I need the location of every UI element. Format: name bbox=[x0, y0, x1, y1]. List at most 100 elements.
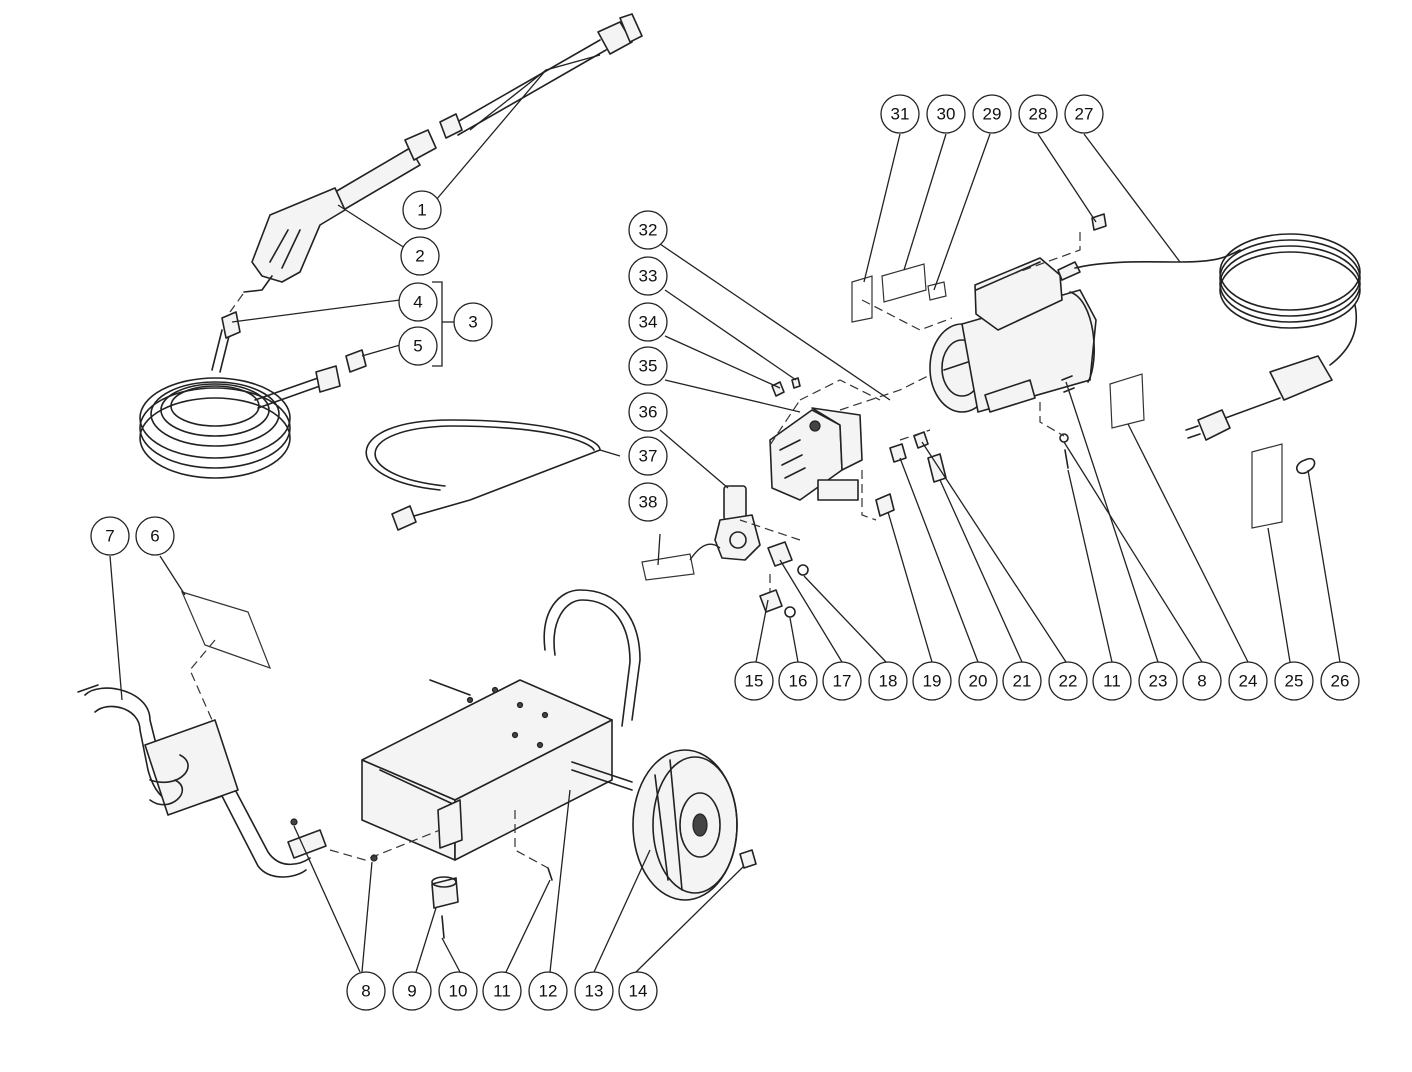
callout-32: 32 bbox=[628, 210, 668, 250]
callout-3: 3 bbox=[453, 302, 493, 342]
svg-text:18: 18 bbox=[879, 672, 898, 691]
svg-text:37: 37 bbox=[639, 447, 658, 466]
svg-text:35: 35 bbox=[639, 357, 658, 376]
svg-text:38: 38 bbox=[639, 493, 658, 512]
svg-text:1: 1 bbox=[417, 201, 426, 220]
svg-text:33: 33 bbox=[639, 267, 658, 286]
callout-36: 36 bbox=[628, 392, 668, 432]
callout-37: 37 bbox=[628, 436, 668, 476]
tag-label bbox=[641, 543, 721, 581]
callout-5: 5 bbox=[398, 326, 438, 366]
callout-20: 20 bbox=[958, 661, 998, 701]
svg-text:8: 8 bbox=[361, 982, 370, 1001]
callout-11a: 11 bbox=[482, 971, 522, 1011]
svg-text:12: 12 bbox=[539, 982, 558, 1001]
svg-text:5: 5 bbox=[413, 337, 422, 356]
callout-38: 38 bbox=[628, 482, 668, 522]
svg-text:6: 6 bbox=[150, 527, 159, 546]
svg-text:32: 32 bbox=[639, 221, 658, 240]
callout-8a: 8 bbox=[346, 971, 386, 1011]
callout-1: 1 bbox=[402, 190, 442, 230]
svg-text:11: 11 bbox=[1103, 672, 1121, 691]
svg-text:28: 28 bbox=[1029, 105, 1048, 124]
svg-text:25: 25 bbox=[1285, 672, 1304, 691]
callout-26: 26 bbox=[1320, 661, 1360, 701]
svg-text:31: 31 bbox=[891, 105, 910, 124]
svg-text:36: 36 bbox=[639, 403, 658, 422]
callouts: 1 2 3 4 5 6 7 8 8 9 10 11 11 12 13 14 15… bbox=[90, 94, 1360, 1011]
callout-11b: 11 bbox=[1092, 661, 1132, 701]
unloader-valve bbox=[714, 485, 809, 618]
callout-25: 25 bbox=[1274, 661, 1314, 701]
svg-text:29: 29 bbox=[983, 105, 1002, 124]
dashed-assembly-lines bbox=[229, 232, 1081, 869]
callout-29: 29 bbox=[972, 94, 1012, 134]
callout-9: 9 bbox=[392, 971, 432, 1011]
warning-label bbox=[180, 591, 272, 670]
callout-28: 28 bbox=[1018, 94, 1058, 134]
callout-18: 18 bbox=[868, 661, 908, 701]
callout-6: 6 bbox=[135, 516, 175, 556]
pump-assembly bbox=[769, 377, 863, 501]
detergent-tube bbox=[365, 419, 601, 531]
callout-19: 19 bbox=[912, 661, 952, 701]
dashed-leader-6 bbox=[189, 639, 216, 721]
svg-text:13: 13 bbox=[585, 982, 604, 1001]
svg-text:17: 17 bbox=[833, 672, 852, 691]
svg-text:8: 8 bbox=[1197, 672, 1206, 691]
callout-13: 13 bbox=[574, 971, 614, 1011]
svg-text:7: 7 bbox=[105, 527, 114, 546]
high-pressure-hose bbox=[139, 311, 367, 479]
handle-frame bbox=[77, 684, 327, 878]
callout-21: 21 bbox=[1002, 661, 1042, 701]
callout-30: 30 bbox=[926, 94, 966, 134]
svg-text:16: 16 bbox=[789, 672, 808, 691]
callout-35: 35 bbox=[628, 346, 668, 386]
svg-text:24: 24 bbox=[1239, 672, 1258, 691]
svg-text:9: 9 bbox=[407, 982, 416, 1001]
svg-text:34: 34 bbox=[639, 313, 658, 332]
callout-10: 10 bbox=[438, 971, 478, 1011]
svg-text:14: 14 bbox=[629, 982, 648, 1001]
svg-text:15: 15 bbox=[745, 672, 764, 691]
motor-labels bbox=[851, 213, 1316, 529]
power-cord bbox=[1074, 233, 1361, 441]
callout-8b: 8 bbox=[1182, 661, 1222, 701]
svg-text:30: 30 bbox=[937, 105, 956, 124]
callout-4: 4 bbox=[398, 282, 438, 322]
callout-33: 33 bbox=[628, 256, 668, 296]
electric-motor bbox=[929, 257, 1097, 413]
svg-text:19: 19 bbox=[923, 672, 942, 691]
svg-text:11: 11 bbox=[493, 982, 511, 1001]
svg-text:26: 26 bbox=[1331, 672, 1350, 691]
leader-lines bbox=[109, 54, 1341, 973]
callout-7: 7 bbox=[90, 516, 130, 556]
svg-text:4: 4 bbox=[413, 293, 422, 312]
callout-24: 24 bbox=[1228, 661, 1268, 701]
chassis-platform bbox=[361, 589, 641, 861]
svg-text:23: 23 bbox=[1149, 672, 1168, 691]
spray-wand bbox=[439, 13, 643, 139]
svg-text:2: 2 bbox=[415, 247, 424, 266]
svg-text:10: 10 bbox=[449, 982, 468, 1001]
callout-14: 14 bbox=[618, 971, 658, 1011]
axle-wheel bbox=[571, 749, 757, 901]
svg-text:20: 20 bbox=[969, 672, 988, 691]
callout-12: 12 bbox=[528, 971, 568, 1011]
svg-text:3: 3 bbox=[468, 313, 477, 332]
callout-23: 23 bbox=[1138, 661, 1178, 701]
callout-2: 2 bbox=[400, 236, 440, 276]
callout-22: 22 bbox=[1048, 661, 1088, 701]
callout-15: 15 bbox=[734, 661, 774, 701]
callout-27: 27 bbox=[1064, 94, 1104, 134]
spray-gun bbox=[243, 129, 437, 293]
svg-text:27: 27 bbox=[1075, 105, 1094, 124]
callout-17: 17 bbox=[822, 661, 862, 701]
callout-34: 34 bbox=[628, 302, 668, 342]
svg-text:22: 22 bbox=[1059, 672, 1078, 691]
callout-16: 16 bbox=[778, 661, 818, 701]
fittings bbox=[875, 431, 947, 517]
foot-and-screws bbox=[290, 818, 553, 939]
svg-text:21: 21 bbox=[1013, 672, 1032, 691]
